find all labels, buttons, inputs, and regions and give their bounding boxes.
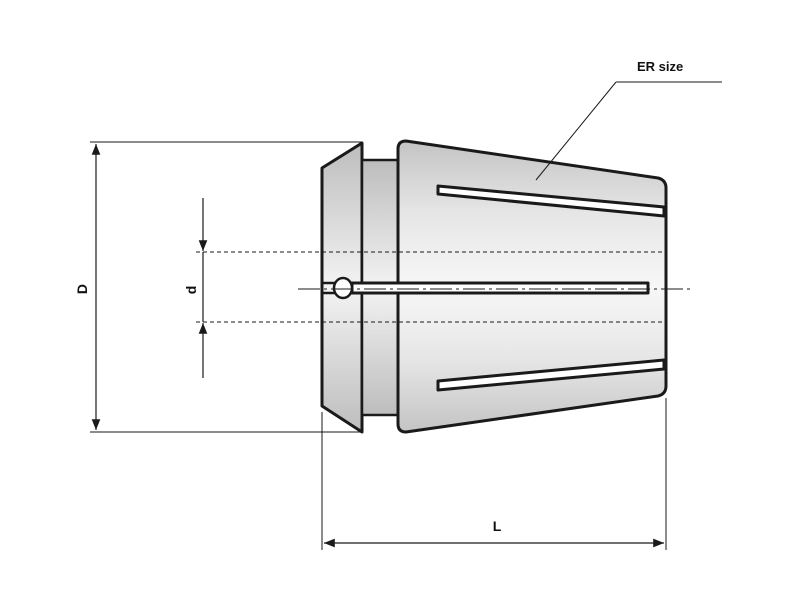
label-D: D	[74, 284, 90, 294]
collet-slot-top	[436, 184, 666, 218]
label-d: d	[183, 286, 199, 295]
nose-slot	[322, 281, 336, 295]
slot-relief-hole	[332, 276, 354, 300]
er-size-leader	[535, 81, 617, 181]
collet-slot-bottom	[436, 358, 666, 392]
collet-slot-center	[350, 281, 650, 295]
label-L: L	[493, 518, 502, 534]
label-er-size: ER size	[637, 59, 683, 74]
